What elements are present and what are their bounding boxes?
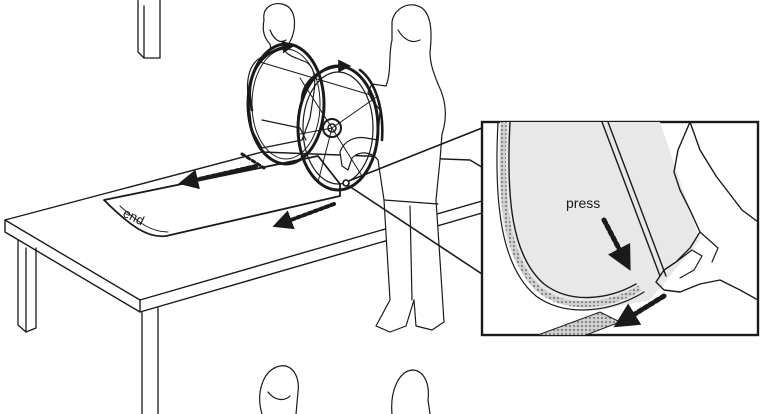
dashed-arrow-icon <box>272 202 336 230</box>
table-leg-front <box>141 307 159 414</box>
dashed-arrow-icon <box>178 164 258 190</box>
dashed-arrow-icon <box>601 217 631 271</box>
end-label: end <box>121 205 147 228</box>
detail-inset: press <box>480 120 760 337</box>
dashed-arrow-icon <box>613 293 667 328</box>
curved-arrow-icon <box>248 40 296 112</box>
table <box>4 151 521 414</box>
press-label: press <box>566 195 600 211</box>
curved-arrow-icon <box>300 59 352 102</box>
hoop-frame-right <box>259 61 380 192</box>
callout-connector <box>342 127 483 275</box>
roll-direction-arrows <box>178 152 336 230</box>
person-right <box>339 4 447 333</box>
background-table-leg-top <box>137 0 161 59</box>
table-leg-left <box>17 239 37 333</box>
hand <box>655 122 758 301</box>
background-figures-bottom <box>259 365 431 414</box>
rotation-arrows <box>248 40 384 142</box>
bead-edge <box>499 122 642 308</box>
